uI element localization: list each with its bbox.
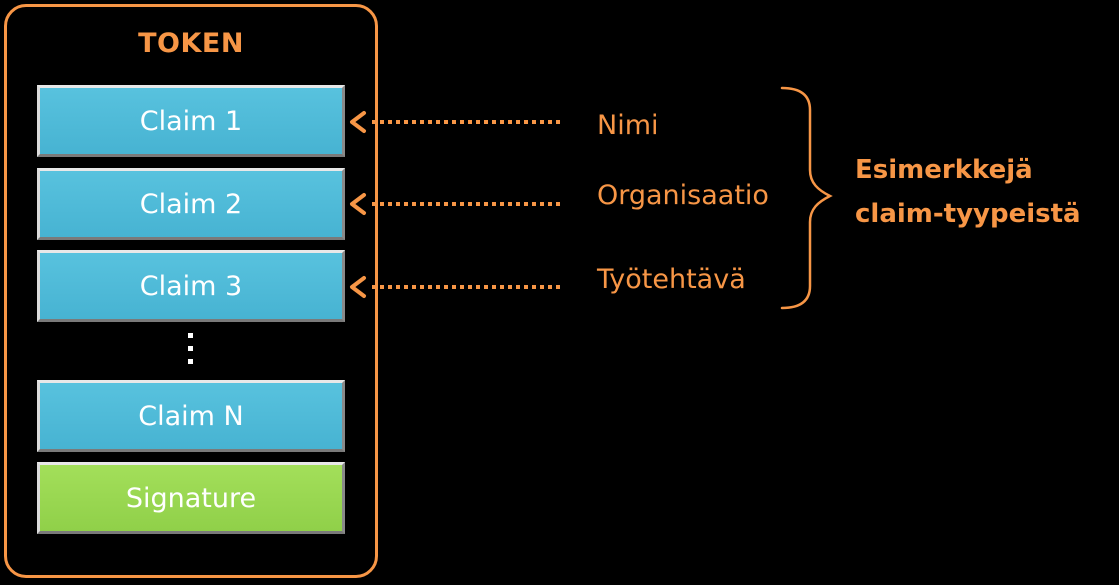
examples-summary: Esimerkkejä claim-tyypeistä — [855, 148, 1081, 236]
claim-n-label: Claim N — [138, 400, 244, 432]
signature-box: Signature — [37, 462, 345, 534]
ellipsis-vertical-icon — [188, 333, 194, 367]
claim-1-box: Claim 1 — [37, 85, 345, 157]
arrow-left-icon — [350, 276, 366, 298]
summary-line-2: claim-tyypeistä — [855, 199, 1081, 229]
claim-n-box: Claim N — [37, 380, 345, 452]
curly-brace-icon — [780, 86, 833, 310]
claim-3-box: Claim 3 — [37, 250, 345, 322]
token-title: TOKEN — [138, 28, 244, 59]
arrow-claim-2 — [350, 193, 560, 215]
claim-3-label: Claim 3 — [139, 270, 243, 302]
claim-2-label: Claim 2 — [139, 188, 243, 220]
arrow-claim-3 — [350, 276, 560, 298]
summary-line-1: Esimerkkejä — [855, 155, 1033, 185]
arrow-left-icon — [350, 111, 366, 133]
example-organisaatio: Organisaatio — [597, 180, 769, 211]
signature-label: Signature — [125, 482, 257, 514]
example-tyotehtava: Työtehtävä — [597, 264, 746, 295]
claim-1-label: Claim 1 — [139, 105, 243, 137]
arrow-left-icon — [350, 193, 366, 215]
arrow-claim-1 — [350, 111, 560, 133]
example-nimi: Nimi — [597, 110, 659, 141]
token-container — [4, 4, 378, 578]
claim-2-box: Claim 2 — [37, 168, 345, 240]
